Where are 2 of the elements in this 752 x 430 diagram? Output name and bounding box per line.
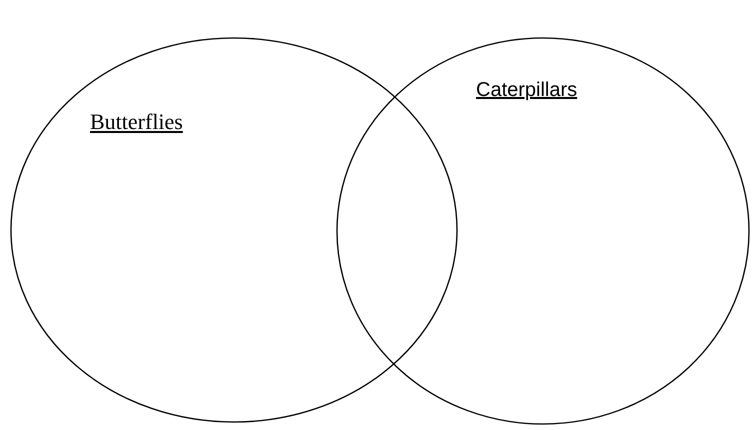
set-label: Butterflies (90, 109, 183, 135)
set-label: Caterpillars (476, 79, 578, 102)
